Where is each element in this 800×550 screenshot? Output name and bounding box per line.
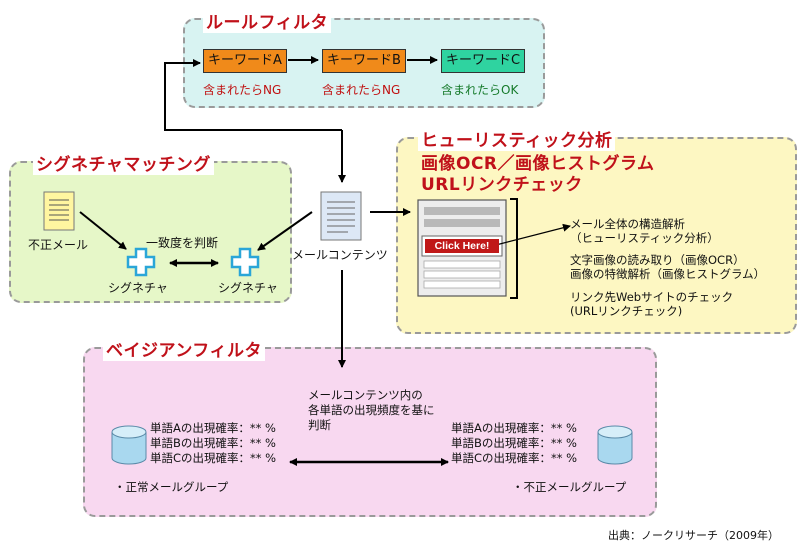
signature-panel xyxy=(9,161,292,303)
source-credit: 出典：ノークリサーチ（2009年） xyxy=(608,529,779,542)
arrow-badmail-to-sig xyxy=(79,211,127,250)
signature-title: シグネチャマッチング xyxy=(33,150,214,175)
heuristic-item-3: 文字画像の読み取り（画像OCR） xyxy=(570,253,745,267)
bad-mail-document-icon xyxy=(43,191,75,231)
bayesian-center-text: メールコンテンツ内の 各単語の出現頻度を基に 判断 xyxy=(308,388,435,433)
mail-contents-document-icon xyxy=(320,191,362,241)
mail-contents-label: メールコンテンツ xyxy=(292,248,388,262)
keyword-b-box: キーワードB xyxy=(322,49,406,73)
right-rate-a: 単語Aの出現確率：** % xyxy=(451,421,577,435)
heuristic-item-2: （ヒューリスティック分析） xyxy=(570,231,719,245)
click-here-button: Click Here! xyxy=(425,239,499,253)
bayesian-center-line-2: 各単語の出現頻度を基に xyxy=(308,403,435,417)
signature-right-label: シグネチャ xyxy=(218,281,278,295)
heuristic-title-line-1: ヒューリスティック分析 xyxy=(418,126,616,151)
heuristic-bracket xyxy=(510,198,518,299)
bayesian-panel xyxy=(83,347,657,517)
arrow-click-to-analysis xyxy=(491,223,571,247)
match-degree-label: 一致度を判断 xyxy=(146,236,219,250)
keyword-a-result: 含まれたらNG xyxy=(203,83,282,97)
heuristic-item-1: メール全体の構造解析 xyxy=(570,217,685,231)
normal-mail-group-label: ・正常メールグループ xyxy=(114,480,229,494)
arrow-to-rule-filter xyxy=(164,59,342,131)
right-rate-c: 単語Cの出現確率：** % xyxy=(451,451,578,465)
left-rate-b: 単語Bの出現確率：** % xyxy=(150,436,276,450)
bad-mail-group-label: ・不正メールグループ xyxy=(512,480,627,494)
left-rate-list: 単語Aの出現確率：** % 単語Bの出現確率：** % 単語Cの出現確率：** … xyxy=(150,421,276,466)
heuristic-item-6: (URLリンクチェック) xyxy=(570,304,683,318)
heuristic-title-line-2: 画像OCR／画像ヒストグラム xyxy=(421,154,655,174)
signature-cross-icon-right xyxy=(230,247,260,277)
left-rate-a: 単語Aの出現確率：** % xyxy=(150,421,276,435)
left-rate-c: 単語Cの出現確率：** % xyxy=(150,451,277,465)
keyword-a-box: キーワードA xyxy=(203,49,287,73)
signature-cross-icon-left xyxy=(126,247,156,277)
keyword-b-result: 含まれたらNG xyxy=(322,83,401,97)
heuristic-title-line-3: URLリンクチェック xyxy=(421,175,583,195)
bayesian-title: ベイジアンフィルタ xyxy=(103,336,265,361)
bad-mail-label: 不正メール xyxy=(28,238,89,252)
heuristic-item-4: 画像の特徴解析（画像ヒストグラム） xyxy=(570,267,766,281)
bayesian-center-line-3: 判断 xyxy=(308,418,331,432)
bad-mail-database-icon xyxy=(597,425,633,465)
normal-mail-database-icon xyxy=(111,425,147,465)
keyword-c-box: キーワードC xyxy=(441,49,525,73)
arrow-mail-to-sig xyxy=(257,211,313,251)
heuristic-item-5: リンク先Webサイトのチェック xyxy=(570,290,734,304)
right-rate-b: 単語Bの出現確率：** % xyxy=(451,436,577,450)
keyword-c-result: 含まれたらOK xyxy=(441,83,519,97)
bayesian-center-line-1: メールコンテンツ内の xyxy=(308,388,423,402)
rule-filter-title: ルールフィルタ xyxy=(203,8,332,33)
right-rate-list: 単語Aの出現確率：** % 単語Bの出現確率：** % 単語Cの出現確率：** … xyxy=(451,421,577,466)
signature-left-label: シグネチャ xyxy=(108,281,168,295)
